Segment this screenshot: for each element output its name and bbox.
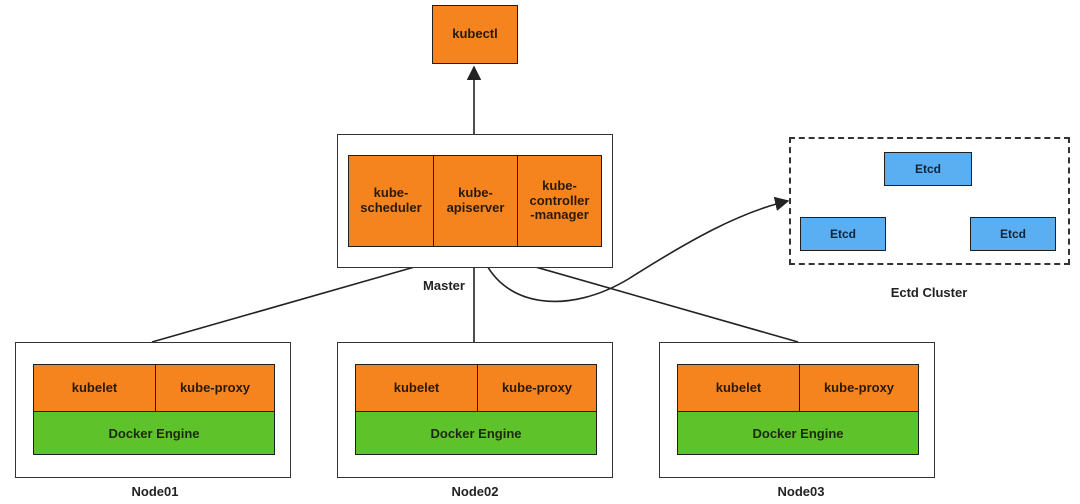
kube-scheduler-box: kube- scheduler	[348, 155, 434, 247]
node01-docker-engine-box: Docker Engine	[33, 411, 275, 455]
node03-kubelet-box: kubelet	[677, 364, 800, 412]
kubectl-box: kubectl	[432, 5, 518, 64]
node02-kube-proxy-box: kube-proxy	[477, 364, 597, 412]
master-caption: Master	[423, 278, 465, 293]
etcd-node-top-label: Etcd	[914, 162, 941, 176]
kube-controller-manager-box: kube- controller -manager	[517, 155, 602, 247]
node01-kubelet-label: kubelet	[71, 379, 118, 395]
kube-apiserver-box: kube- apiserver	[433, 155, 518, 247]
kubectl-label: kubectl	[452, 26, 498, 42]
node03-caption: Node03	[777, 484, 825, 499]
node03-docker-engine-label: Docker Engine	[752, 425, 844, 441]
node02-caption: Node02	[451, 484, 499, 499]
node02-kube-proxy-label: kube-proxy	[501, 379, 573, 395]
etcd-node-right-label: Etcd	[999, 227, 1026, 241]
node02-kubelet-box: kubelet	[355, 364, 478, 412]
node01-caption: Node01	[131, 484, 179, 499]
kube-scheduler-label: kube- scheduler	[360, 185, 422, 215]
etcd-node-top: Etcd	[884, 152, 972, 186]
kube-controller-manager-label: kube- controller -manager	[529, 177, 590, 223]
apiserver-etcd-arrow	[477, 196, 790, 303]
etcd-node-right: Etcd	[970, 217, 1056, 251]
node01-docker-engine-label: Docker Engine	[108, 425, 200, 441]
node03-kubelet-label: kubelet	[715, 379, 762, 395]
etcd-node-left-label: Etcd	[829, 227, 856, 241]
etcd-cluster-caption: Ectd Cluster	[890, 285, 968, 300]
node02-docker-engine-label: Docker Engine	[430, 425, 522, 441]
node03-kube-proxy-box: kube-proxy	[799, 364, 919, 412]
node01-kube-proxy-box: kube-proxy	[155, 364, 275, 412]
node01-kubelet-box: kubelet	[33, 364, 156, 412]
node03-docker-engine-box: Docker Engine	[677, 411, 919, 455]
node01-kube-proxy-label: kube-proxy	[179, 379, 251, 395]
node02-kubelet-label: kubelet	[393, 379, 440, 395]
node03-kube-proxy-label: kube-proxy	[823, 379, 895, 395]
kube-apiserver-label: kube- apiserver	[446, 185, 505, 215]
node02-docker-engine-box: Docker Engine	[355, 411, 597, 455]
etcd-node-left: Etcd	[800, 217, 886, 251]
